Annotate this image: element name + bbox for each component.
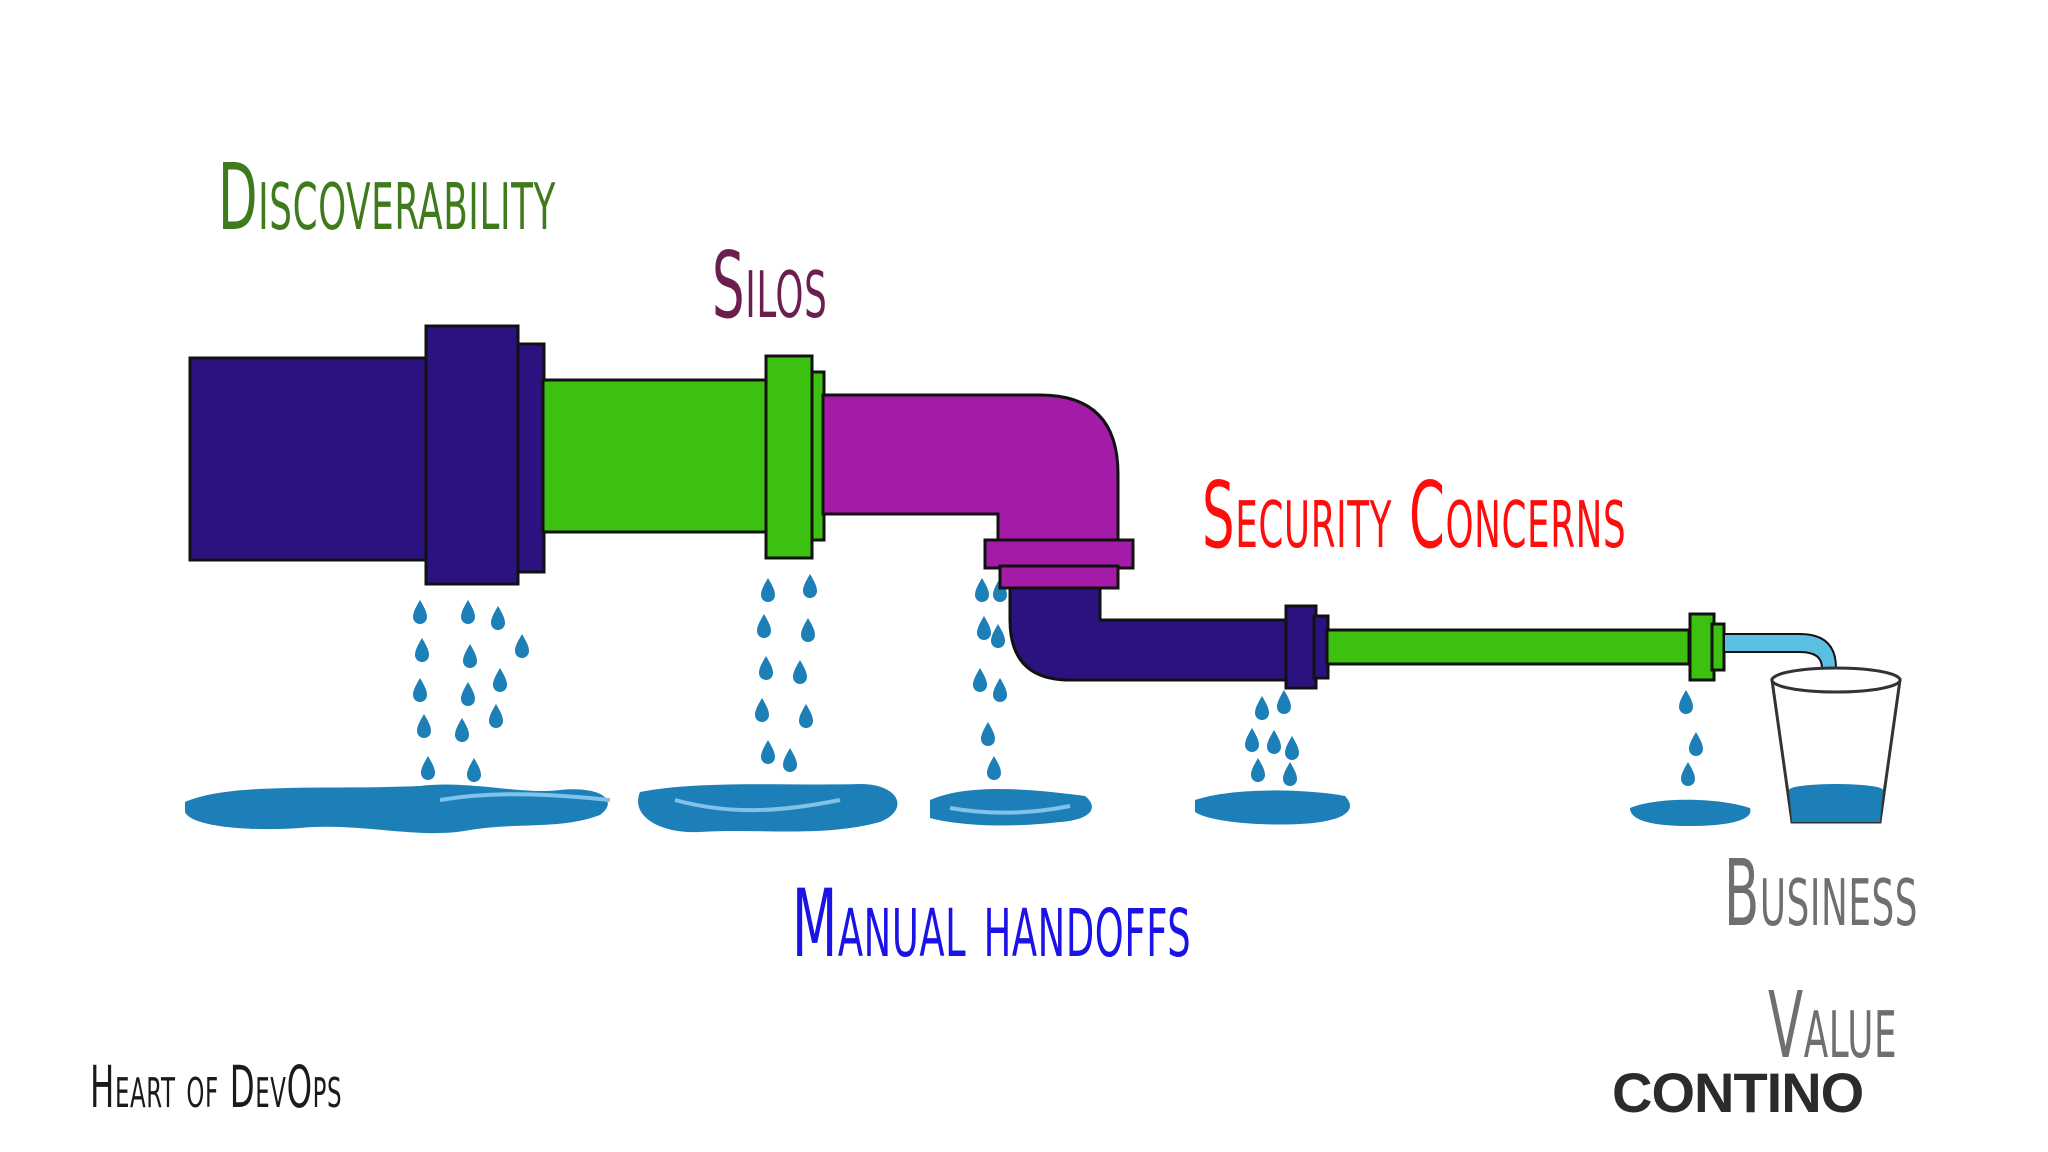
security-concerns-label: Security Concerns: [1202, 462, 1627, 569]
cyan-spout: [1723, 633, 1837, 673]
green-pipe: [541, 354, 826, 560]
thin-green-pipe: [1325, 612, 1726, 682]
silos-label: Silos: [712, 232, 828, 339]
purple-elbow-pipe: [821, 393, 1135, 590]
contino-logo: CONTINO: [1612, 1061, 1864, 1124]
navy-elbow-pipe: [1008, 586, 1330, 690]
business-value-label-line2: Value: [1768, 972, 1898, 1079]
manual-handoffs-label: Manual handoffs: [792, 870, 1192, 979]
business-value-label-line1: Business: [1724, 840, 1919, 947]
footer-title: Heart of DevOps: [90, 1053, 343, 1121]
water-puddles: [185, 784, 1751, 834]
discoverability-label: Discoverability: [218, 144, 556, 251]
glass-icon: [1770, 666, 1902, 824]
navy-pipe: [188, 324, 546, 586]
